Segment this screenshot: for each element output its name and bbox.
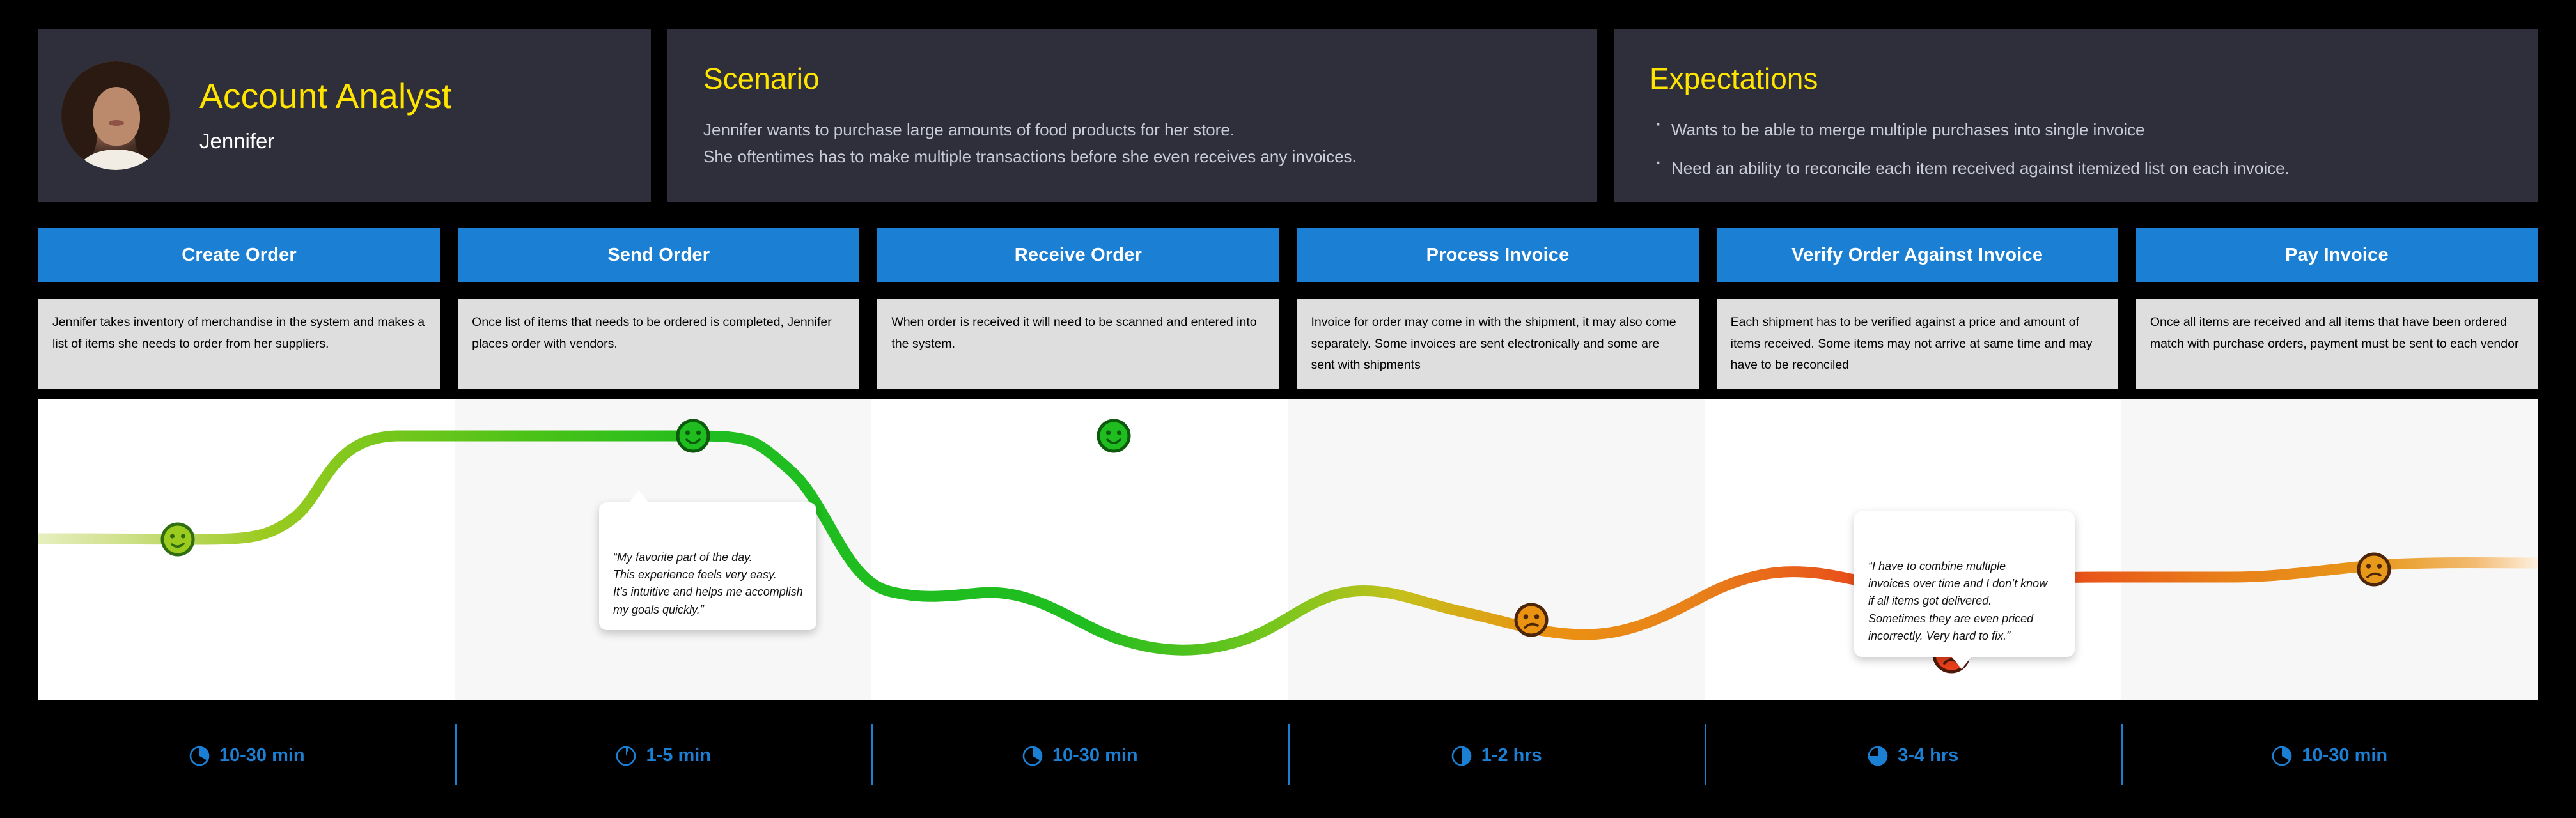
- avatar-lips: [109, 120, 124, 126]
- clock-quarter-icon: [1022, 746, 1043, 766]
- scenario-line: Jennifer wants to purchase large amounts…: [703, 120, 1235, 139]
- avatar-face: [93, 87, 140, 146]
- duration-receive-order: 10-30 min: [871, 713, 1288, 799]
- quote-text: “My favorite part of the day. This exper…: [613, 550, 803, 616]
- stage-header-verify-order[interactable]: Verify Order Against Invoice: [1716, 228, 2118, 282]
- list-item: Need an ability to reconcile each item r…: [1650, 151, 2502, 181]
- stage-header-create-order[interactable]: Create Order: [38, 228, 441, 282]
- duration-label: 10-30 min: [219, 745, 305, 766]
- callout-tail-down: [1951, 656, 1972, 669]
- quote-callout-verify-order: “I have to combine multiple invoices ove…: [1854, 511, 2075, 669]
- persona-role: Account Analyst: [199, 76, 452, 116]
- stage-description-pay-invoice: Once all items are received and all item…: [2135, 299, 2538, 389]
- avatar: [61, 61, 170, 170]
- persona-panel: Account Analyst Jennifer: [38, 29, 651, 202]
- emotion-face-pay-invoice: [2357, 552, 2391, 587]
- scenario-line: She oftentimes has to make multiple tran…: [703, 147, 1357, 167]
- emotion-curve-path: [38, 430, 2538, 656]
- clock-three-quarter-icon: [1868, 746, 1888, 766]
- stage-description-row: Jennifer takes inventory of merchandise …: [38, 299, 2538, 389]
- expectations-list: Wants to be able to merge multiple purch…: [1650, 112, 2502, 181]
- duration-label: 10-30 min: [2302, 745, 2388, 766]
- duration-label: 3-4 hrs: [1898, 745, 1959, 766]
- duration-process-invoice: 1-2 hrs: [1288, 713, 1705, 799]
- list-item: Wants to be able to merge multiple purch…: [1650, 112, 2502, 143]
- avatar-brow-left: [99, 78, 110, 81]
- stage-header-send-order[interactable]: Send Order: [458, 228, 860, 282]
- emotion-face-receive-order: [1097, 419, 1131, 453]
- persona-name: Jennifer: [199, 128, 275, 153]
- duration-create-order: 10-30 min: [38, 713, 455, 799]
- scenario-body: Jennifer wants to purchase large amounts…: [703, 116, 1561, 170]
- callout-tail-up: [628, 490, 649, 503]
- expectations-title: Expectations: [1650, 62, 1818, 95]
- duration-label: 1-2 hrs: [1481, 745, 1542, 766]
- quote-text: “I have to combine multiple invoices ove…: [1868, 559, 2048, 643]
- stage-description-verify-order: Each shipment has to be verified against…: [1716, 299, 2118, 389]
- avatar-eye-left: [101, 83, 108, 88]
- stage-description-receive-order: When order is received it will need to b…: [877, 299, 1279, 389]
- avatar-eye-right: [123, 83, 130, 88]
- clock-sliver-icon: [616, 746, 636, 766]
- scenario-title: Scenario: [703, 62, 820, 95]
- chart-column-bands: [38, 399, 2538, 700]
- emotion-face-create-order: [160, 522, 195, 557]
- chart-band-6: [2121, 399, 2538, 700]
- stage-header-process-invoice[interactable]: Process Invoice: [1297, 228, 1699, 282]
- clock-quarter-icon: [2272, 746, 2292, 766]
- chart-band-4: [1288, 399, 1705, 700]
- emotion-face-process-invoice: [1514, 603, 1549, 637]
- emotion-journey-chart: [38, 399, 2538, 700]
- stage-header-row: Create Order Send Order Receive Order Pr…: [38, 228, 2538, 282]
- stage-duration-row: 10-30 min 1-5 min 10-30 min 1-2 hrs: [38, 713, 2538, 799]
- clock-quarter-icon: [189, 746, 210, 766]
- stage-header-pay-invoice[interactable]: Pay Invoice: [2135, 228, 2538, 282]
- expectations-body: Wants to be able to merge multiple purch…: [1650, 112, 2502, 181]
- stage-description-send-order: Once list of items that needs to be orde…: [458, 299, 860, 389]
- persona-text: Account Analyst Jennifer: [199, 76, 452, 153]
- stage-description-create-order: Jennifer takes inventory of merchandise …: [38, 299, 441, 389]
- clock-half-icon: [1451, 746, 1471, 766]
- emotion-curve-svg: [38, 419, 2538, 674]
- duration-send-order: 1-5 min: [455, 713, 872, 799]
- duration-label: 1-5 min: [646, 745, 712, 766]
- chart-band-1: [38, 399, 455, 700]
- expectations-panel: Expectations Wants to be able to merge m…: [1614, 29, 2538, 202]
- stage-header-receive-order[interactable]: Receive Order: [877, 228, 1279, 282]
- emotion-face-send-order: [676, 419, 710, 453]
- quote-callout-send-order: “My favorite part of the day. This exper…: [599, 490, 816, 631]
- persona-header-row: Account Analyst Jennifer Scenario Jennif…: [38, 29, 2538, 202]
- duration-pay-invoice: 10-30 min: [2121, 713, 2538, 799]
- avatar-brow-right: [121, 78, 132, 81]
- duration-label: 10-30 min: [1052, 745, 1138, 766]
- duration-verify-order: 3-4 hrs: [1705, 713, 2121, 799]
- scenario-panel: Scenario Jennifer wants to purchase larg…: [667, 29, 1597, 202]
- stage-description-process-invoice: Invoice for order may come in with the s…: [1297, 299, 1699, 389]
